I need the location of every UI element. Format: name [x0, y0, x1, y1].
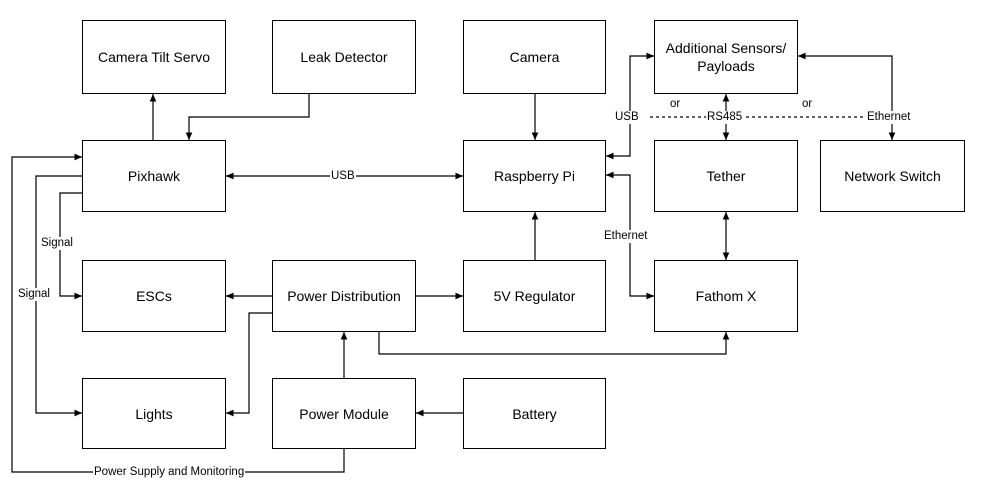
lights-box: Lights [82, 378, 226, 449]
usb-label: USB [330, 170, 356, 183]
camera-tilt-servo-box: Camera Tilt Servo [82, 20, 226, 94]
ethernet-switch-label: Ethernet [866, 111, 912, 124]
regulator-5v-box: 5V Regulator [463, 260, 606, 332]
power-distribution-box: Power Distribution [272, 260, 416, 332]
or-left-label: or [669, 98, 682, 111]
fathom-x-box: Fathom X [654, 260, 798, 332]
power-supply-label: Power Supply and Monitoring [93, 466, 246, 479]
power-module-box: Power Module [272, 378, 416, 449]
usb-sensors-label: USB [614, 111, 640, 124]
ethernet-pi-label: Ethernet [603, 230, 649, 243]
leak-detector-box: Leak Detector [272, 20, 416, 94]
signal-lights-label: Signal [17, 288, 51, 301]
tether-box: Tether [654, 140, 798, 212]
rs485-label: RS485 [706, 111, 744, 124]
network-switch-box: Network Switch [820, 140, 965, 212]
raspberry-pi-box: Raspberry Pi [463, 140, 606, 212]
battery-box: Battery [463, 378, 606, 449]
camera-box: Camera [463, 20, 606, 94]
escs-box: ESCs [82, 260, 226, 332]
additional-sensors-box: Additional Sensors/ Payloads [654, 20, 798, 94]
or-right-label: or [801, 98, 814, 111]
pixhawk-box: Pixhawk [82, 140, 226, 212]
signal-escs-label: Signal [40, 237, 74, 250]
